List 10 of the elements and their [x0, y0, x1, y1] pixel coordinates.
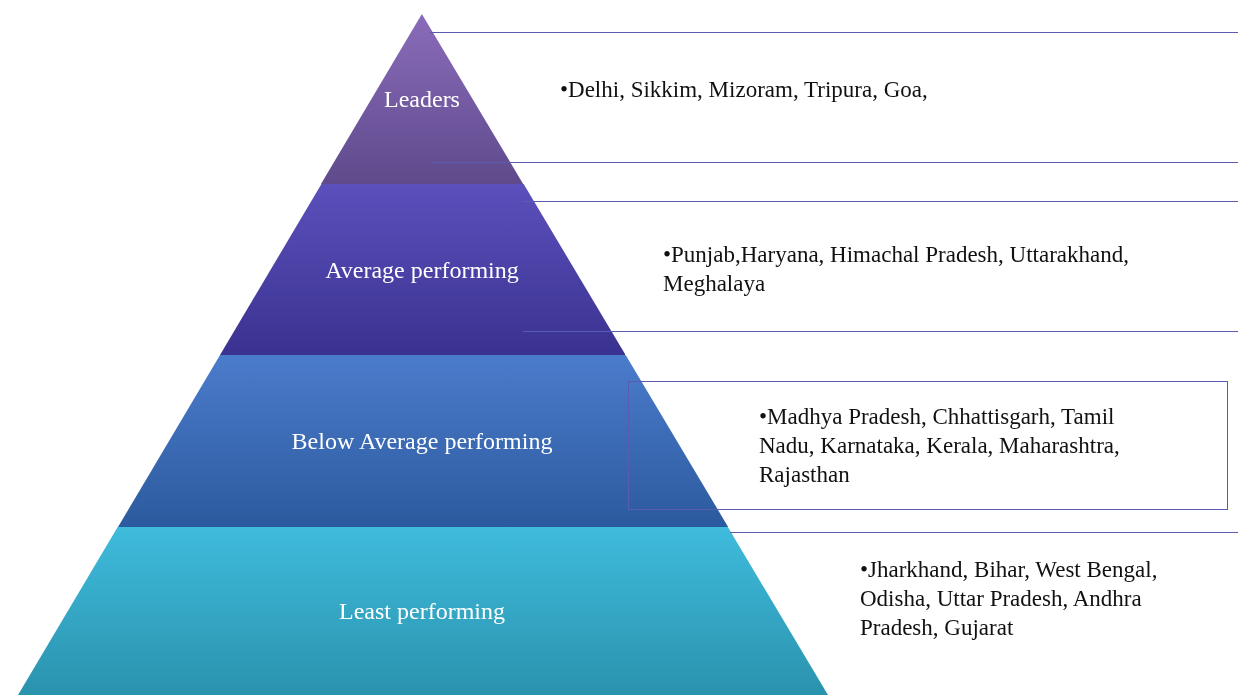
bullet-text: •Punjab,Haryana, Himachal Pradesh, Uttarakhand, Meghalaya: [663, 241, 1130, 298]
text-panel: [628, 381, 1228, 510]
tier-label: Leaders: [384, 85, 460, 113]
bullet-text: •Jharkhand, Bihar, West Bengal, Odisha, Uttar Pradesh, Andhra Pradesh, Gujarat: [860, 556, 1159, 642]
tier-label: Least performing: [339, 597, 505, 625]
text-panel: [523, 201, 1238, 332]
bullet-text: •Madhya Pradesh, Chhattisgarh, Tamil Nadu, Karnataka, Kerala, Maharashtra, Rajasthan: [759, 403, 1121, 489]
bullet-text: •Delhi, Sikkim, Mizoram, Tripura, Goa,: [560, 76, 929, 104]
tier-label: Below Average performing: [291, 427, 553, 455]
tier-label: Average performing: [325, 256, 519, 283]
